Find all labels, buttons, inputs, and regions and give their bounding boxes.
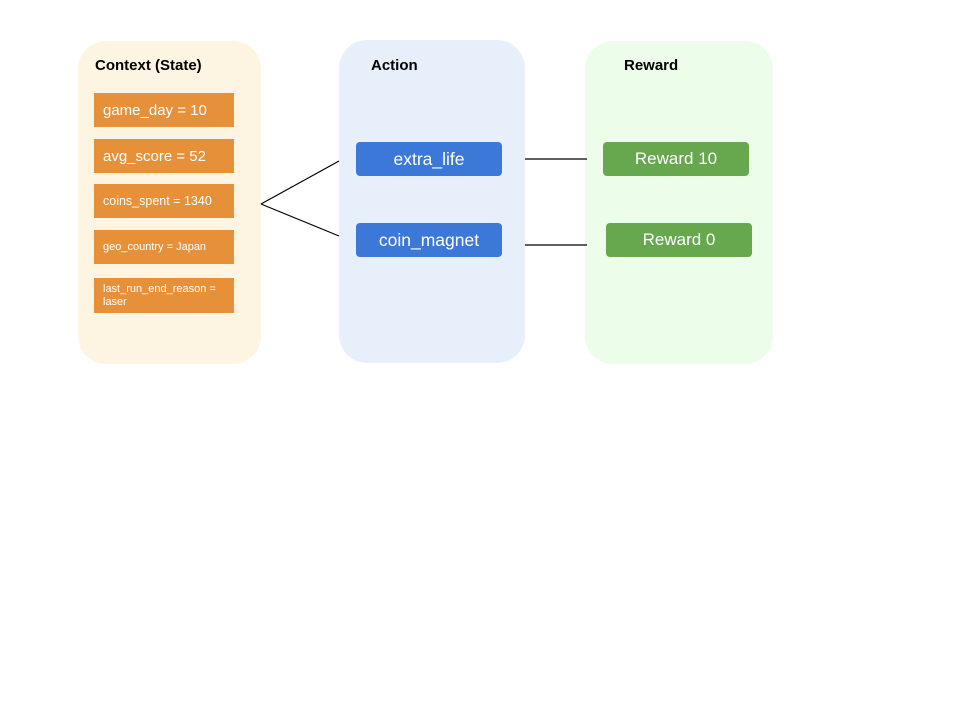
action-coin-magnet: coin_magnet <box>356 223 502 257</box>
reward-panel <box>585 41 773 364</box>
context-to-coin-magnet-line <box>260 203 340 237</box>
feature-avg-score: avg_score = 52 <box>94 139 234 173</box>
feature-last-run-end-reason: last_run_end_reason = laser <box>94 278 234 313</box>
reward-0: Reward 0 <box>606 223 752 257</box>
reward-10: Reward 10 <box>603 142 749 176</box>
feature-game-day: game_day = 10 <box>94 93 234 127</box>
action-extra-life: extra_life <box>356 142 502 176</box>
context-to-extra-life-line <box>260 160 340 205</box>
context-heading: Context (State) <box>95 57 202 74</box>
feature-coins-spent: coins_spent = 1340 <box>94 184 234 218</box>
action-panel <box>339 40 525 363</box>
feature-geo-country: geo_country = Japan <box>94 230 234 264</box>
action-heading: Action <box>371 57 418 74</box>
reward-heading: Reward <box>624 57 679 74</box>
